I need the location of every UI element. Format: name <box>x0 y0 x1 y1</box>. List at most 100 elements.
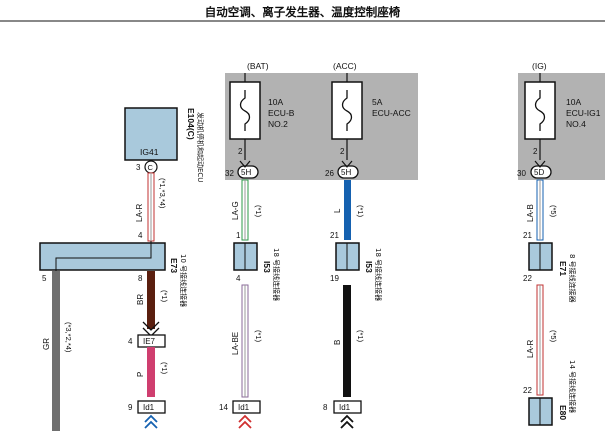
wire-br <box>147 271 155 329</box>
wire-la-r <box>147 172 155 242</box>
wire-label-la-r-2: LA-R <box>526 340 535 358</box>
connector-e71: 21 22 E71 8 号接线连接器 <box>523 231 577 303</box>
supply-label-bat: (BAT) <box>247 61 269 71</box>
svg-text:E73: E73 <box>169 258 179 273</box>
svg-text:Id1: Id1 <box>339 403 351 412</box>
fuse-icon <box>341 90 353 131</box>
svg-text:10 号接线连接器: 10 号接线连接器 <box>179 254 188 307</box>
wire-l <box>344 180 351 240</box>
connector-e80: 22 E80 14 号接线连接器 <box>523 360 577 426</box>
wire-note-l: (*1) <box>356 205 365 218</box>
wire-label-p: P <box>136 372 145 377</box>
svg-text:ECU-IG1: ECU-IG1 <box>566 108 601 118</box>
svg-text:C: C <box>148 163 154 172</box>
svg-text:2: 2 <box>340 147 345 156</box>
fuse-ecu-b: 10A ECU-B NO.2 <box>229 81 295 140</box>
connector-ie7: 4 IE7 <box>128 334 166 348</box>
svg-text:2: 2 <box>533 147 538 156</box>
supply-label-ig: (IG) <box>532 61 547 71</box>
svg-text:IE7: IE7 <box>143 337 156 346</box>
svg-text:Id1: Id1 <box>238 403 250 412</box>
svg-text:E71: E71 <box>558 261 568 276</box>
svg-text:IG41: IG41 <box>140 147 159 157</box>
fuse-ecu-acc: 5A ECU-ACC <box>331 81 411 140</box>
svg-text:NO.2: NO.2 <box>268 119 288 129</box>
svg-text:5: 5 <box>42 274 47 283</box>
ecu-ig41: IG41 E104(C) 发动机停机和起动ECU <box>124 107 205 182</box>
wire-note-la-be: (*1) <box>254 330 263 343</box>
wire-p <box>147 347 155 397</box>
svg-text:8: 8 <box>138 274 143 283</box>
wire-label-l: L <box>333 208 342 213</box>
wire-b <box>343 285 351 397</box>
wire-label-la-b: LA-B <box>526 204 535 222</box>
connector-id1-b: 14 Id1 <box>219 400 261 429</box>
wire-note-p: (*1) <box>160 362 169 375</box>
svg-text:22: 22 <box>523 274 532 283</box>
svg-text:4: 4 <box>128 337 133 346</box>
junction-5h-bat: 32 5H <box>225 160 259 179</box>
svg-text:8: 8 <box>323 403 328 412</box>
junction-5h-acc: 26 5H <box>325 160 359 179</box>
diagram-title: 自动空调、离子发生器、温度控制座椅 <box>204 5 401 19</box>
wire-note-b: (*1) <box>356 330 365 343</box>
wire-note-la-r: (*1,*3,*4) <box>158 178 167 209</box>
connector-i53-b: 21 19 I53 18 号接线连接器 <box>330 231 383 301</box>
svg-text:5D: 5D <box>534 168 544 177</box>
wire-label-la-be: LA-BE <box>231 332 240 355</box>
wire-gr <box>52 271 60 431</box>
wire-la-g <box>241 179 249 241</box>
chevron-down-icon <box>341 160 353 168</box>
svg-text:ECU-B: ECU-B <box>268 108 295 118</box>
svg-text:21: 21 <box>330 231 339 240</box>
fuse-ecu-ig1: 10A ECU-IG1 NO.4 <box>524 81 601 140</box>
fuse-icon <box>239 90 251 131</box>
svg-text:14 号接线连接器: 14 号接线连接器 <box>568 360 577 413</box>
wire-la-be <box>241 284 249 398</box>
connector-i53-a: 1 4 I53 18 号接线连接器 <box>233 231 281 301</box>
wire-la-b <box>536 179 544 241</box>
svg-text:10A: 10A <box>566 97 581 107</box>
svg-text:30: 30 <box>517 169 526 178</box>
chevron-up-icon <box>340 414 354 429</box>
svg-text:ECU-ACC: ECU-ACC <box>372 108 411 118</box>
supply-label-acc: (ACC) <box>333 61 357 71</box>
svg-text:4: 4 <box>138 231 143 240</box>
svg-text:19: 19 <box>330 274 339 283</box>
svg-text:1: 1 <box>236 231 241 240</box>
junction-5d-ig: 30 5D <box>517 160 552 179</box>
connector-id1-c: 8 Id1 <box>323 400 362 429</box>
svg-text:9: 9 <box>128 403 133 412</box>
svg-text:22: 22 <box>523 386 532 395</box>
svg-text:18 号接线连接器: 18 号接线连接器 <box>374 248 383 301</box>
wire-label-la-g: LA-G <box>231 201 240 220</box>
wire-note-la-g: (*1) <box>254 205 263 218</box>
wire-note-gr: (*3,*2,*4) <box>64 322 73 353</box>
svg-text:Id1: Id1 <box>143 403 155 412</box>
svg-text:26: 26 <box>325 169 334 178</box>
fuse-icon <box>534 90 546 131</box>
svg-text:21: 21 <box>523 231 532 240</box>
wire-la-r-2 <box>536 284 544 396</box>
wire-note-la-r-2: (*5) <box>549 330 558 343</box>
ecu-desc: 发动机停机和起动ECU <box>196 112 205 182</box>
svg-text:3: 3 <box>136 163 141 172</box>
svg-text:I53: I53 <box>364 261 374 273</box>
connector-id1-a: 9 Id1 <box>128 400 166 429</box>
svg-text:NO.4: NO.4 <box>566 119 586 129</box>
wire-note-br: (*1) <box>160 290 169 303</box>
ecu-code: E104(C) <box>186 108 196 140</box>
chevron-down-icon <box>239 160 251 168</box>
svg-text:5H: 5H <box>341 168 351 177</box>
svg-text:I53: I53 <box>262 261 272 273</box>
svg-text:4: 4 <box>236 274 241 283</box>
wire-label-br: BR <box>136 294 145 305</box>
svg-text:E80: E80 <box>558 405 568 420</box>
chevron-down-icon <box>534 160 546 168</box>
svg-text:18 号接线连接器: 18 号接线连接器 <box>272 248 281 301</box>
connector-e73: 4 5 8 E73 10 号接线连接器 <box>39 231 188 307</box>
svg-text:5A: 5A <box>372 97 383 107</box>
chevron-up-icon <box>238 414 252 429</box>
